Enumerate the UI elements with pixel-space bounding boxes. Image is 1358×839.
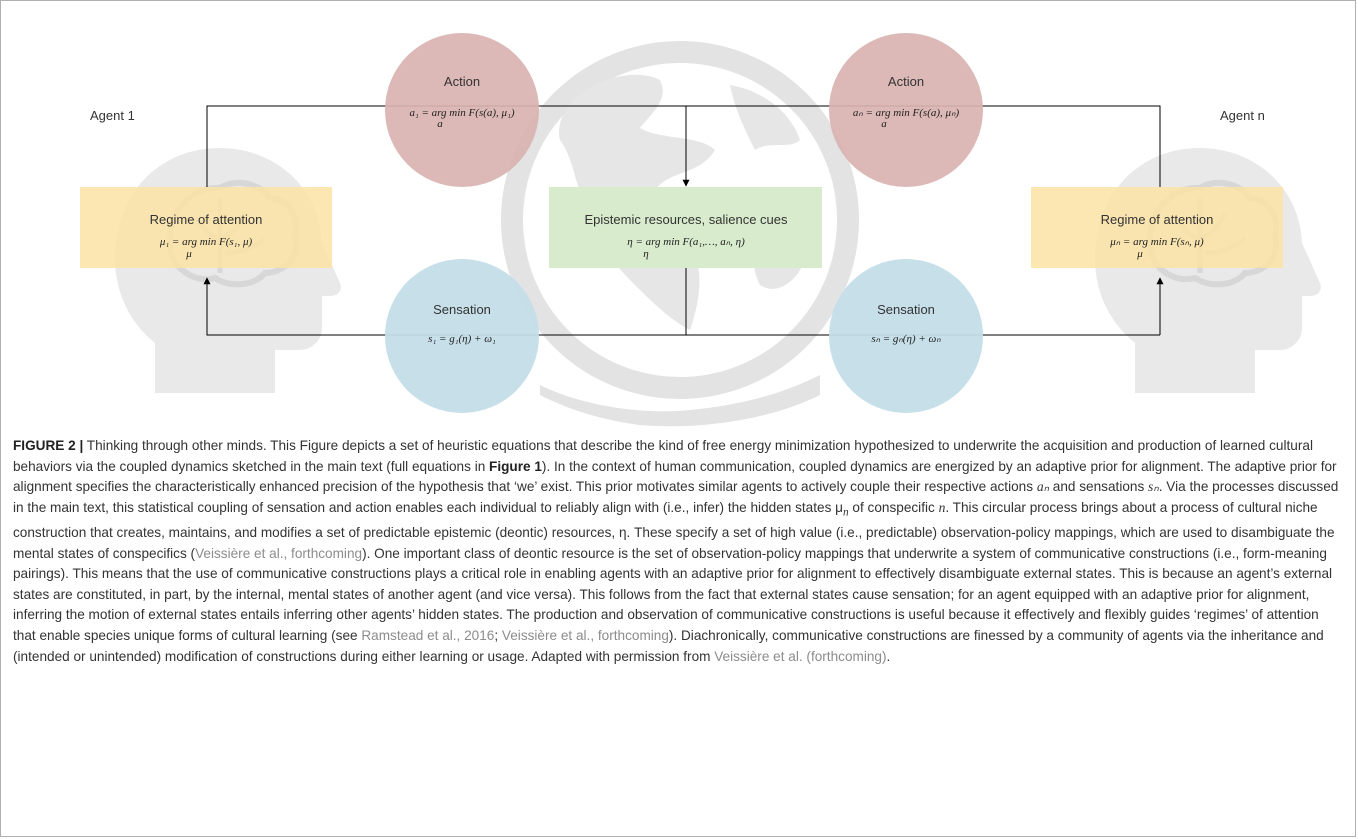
action-right-title: Action <box>888 74 924 89</box>
caption-symbol: n <box>938 499 946 515</box>
regime-box-left <box>80 187 332 268</box>
citation-link[interactable]: Veissière et al., forthcoming <box>501 628 669 644</box>
brain-head-icon <box>115 148 341 393</box>
caption-text: of conspecific <box>848 499 939 515</box>
action-right-sub: a <box>881 118 887 130</box>
action-node-right <box>829 33 983 187</box>
caption-text: . <box>886 648 891 664</box>
sensation-left-title: Sensation <box>433 302 491 317</box>
caption-text: and sensations <box>1049 479 1149 495</box>
caption-text: ; <box>494 628 502 644</box>
sensation-node-right <box>829 259 983 413</box>
caption-symbol: n <box>842 506 849 519</box>
action-left-sub: a <box>437 118 443 130</box>
action-left-equation: a₁ = arg min F(s(a), μ₁) <box>409 107 514 119</box>
regime-box-right <box>1031 187 1283 268</box>
sensation-right-title: Sensation <box>877 302 935 317</box>
citation-link[interactable]: Ramstead et al., 2016 <box>361 628 495 644</box>
caption-symbol: sₙ <box>1148 479 1159 495</box>
caption-text: ). In the context of human communication… <box>13 458 1337 495</box>
citation-link[interactable]: Veissière et al. (forthcoming) <box>714 648 887 664</box>
figure-1-reference: Figure 1 <box>489 458 542 474</box>
regime-left-title: Regime of attention <box>150 212 263 227</box>
epistemic-equation: η = arg min F(a₁,…, aₙ, η) <box>627 236 745 248</box>
caption-text: ). Diachronically, communicative constru… <box>13 628 1324 664</box>
action-left-title: Action <box>444 74 480 89</box>
brain-head-icon <box>1095 148 1321 393</box>
epistemic-box <box>549 187 822 268</box>
action-node-left <box>385 33 539 187</box>
citation-link[interactable]: Veissière et al., forthcoming <box>195 545 363 561</box>
agent-1-label: Agent 1 <box>90 108 135 123</box>
figure-caption: FIGURE 2 | Thinking through other minds.… <box>13 436 1345 667</box>
regime-right-equation: μₙ = arg min F(sₙ, μ) <box>1109 236 1204 248</box>
figure-diagram: Agent 1 Agent n Action a₁ = arg min F(s(… <box>80 33 1321 427</box>
caption-text: . Via the processes discussed in the mai… <box>13 479 1339 515</box>
sensation-node-left <box>385 259 539 413</box>
sensation-left-equation: s₁ = g₁(η) + ω₁ <box>428 333 496 345</box>
regime-right-sub: μ <box>1136 248 1143 260</box>
sensation-right-equation: sₙ = gₙ(η) + ωₙ <box>871 333 941 345</box>
caption-text: Thinking through other minds. This Figur… <box>13 438 1313 474</box>
epistemic-title: Epistemic resources, salience cues <box>584 212 788 227</box>
regime-left-sub: μ <box>185 248 192 260</box>
action-right-equation: aₙ = arg min F(s(a), μₙ) <box>853 107 960 119</box>
regime-right-title: Regime of attention <box>1101 212 1214 227</box>
figure-label: FIGURE 2 | <box>13 438 84 453</box>
caption-text: . This circular process brings about a p… <box>13 499 1335 561</box>
caption-text: ). One important class of deontic resour… <box>13 545 1333 644</box>
epistemic-sub: η <box>643 248 648 260</box>
regime-left-equation: μ₁ = arg min F(s₁, μ) <box>159 236 253 248</box>
caption-symbol: aₙ <box>1036 479 1050 495</box>
agent-n-label: Agent n <box>1220 108 1265 123</box>
